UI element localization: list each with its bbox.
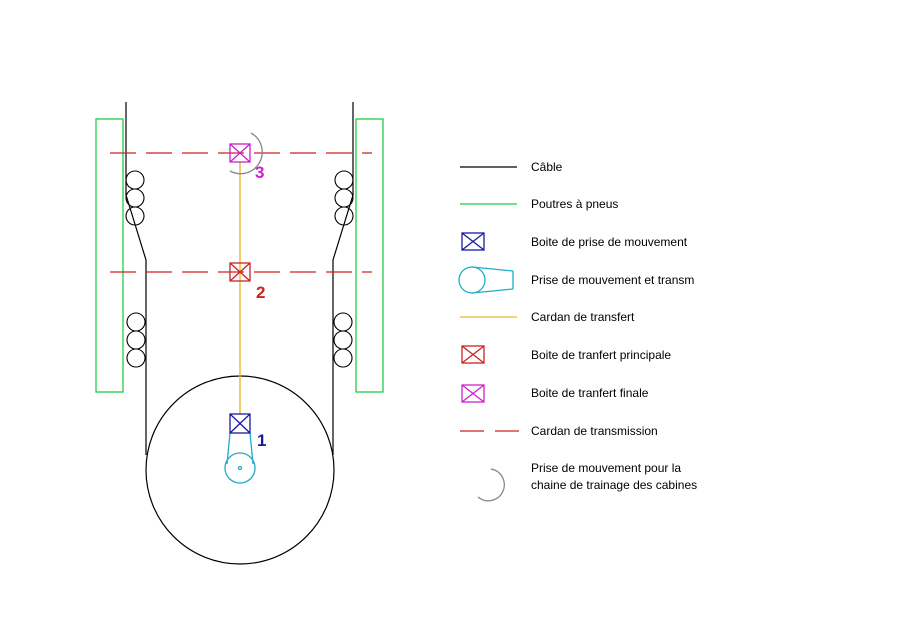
pto-box-icon (461, 232, 485, 251)
main-transfer-box (229, 262, 251, 282)
rollers-upper-left (125, 170, 145, 226)
pto-transmission-pulley (224, 432, 256, 484)
legend-label-pto-transmission: Prise de mouvement et transm (531, 273, 694, 287)
legend-item-transfer-shaft: Cardan de transfert (460, 310, 635, 324)
legend-item-pto-transmission: Prise de mouvement et transm (458, 266, 694, 294)
legend-label-final-transfer-box: Boite de tranfert finale (531, 386, 649, 400)
main-transfer-box-icon (461, 345, 485, 364)
legend-item-cable: Câble (460, 160, 563, 174)
legend-item-pto-box: Boite de prise de mouvement (461, 232, 688, 251)
legend-label-transmission-shaft: Cardan de transmission (531, 424, 658, 438)
pulley-icon (458, 266, 514, 294)
rollers-lower-right (333, 312, 353, 368)
cable-right (332, 102, 354, 455)
legend-item-main-transfer-box: Boite de tranfert principale (461, 345, 671, 364)
label-box-1: 1 (257, 431, 266, 450)
legend-item-transmission-shaft: Cardan de transmission (460, 424, 658, 438)
label-box-2: 2 (256, 283, 265, 302)
legend-label-main-transfer-box: Boite de tranfert principale (531, 348, 671, 362)
pto-box (229, 413, 251, 434)
arc-icon (477, 468, 505, 502)
legend-item-tire-beam: Poutres à pneus (460, 197, 618, 211)
legend-label-tire-beam: Poutres à pneus (531, 197, 618, 211)
cable-left (125, 102, 147, 455)
final-transfer-box (229, 143, 251, 163)
legend-item-cabin-chain-pto: Prise de mouvement pour la chaine de tra… (477, 461, 697, 502)
legend-label-transfer-shaft: Cardan de transfert (531, 310, 635, 324)
legend-label-cabin-chain-pto-2: chaine de trainage des cabines (531, 478, 697, 492)
tire-beam-left (95, 118, 124, 393)
legend: Câble Poutres à pneus Boite de prise de … (458, 160, 697, 502)
legend-label-cable: Câble (531, 160, 563, 174)
rollers-lower-left (126, 312, 146, 368)
label-box-3: 3 (255, 163, 264, 182)
tire-beam-right (355, 118, 384, 393)
legend-label-pto-box: Boite de prise de mouvement (531, 235, 688, 249)
cabin-chain-pto-arc (229, 132, 263, 175)
rollers-upper-right (334, 170, 354, 226)
legend-item-final-transfer-box: Boite de tranfert finale (461, 384, 649, 403)
legend-label-cabin-chain-pto-1: Prise de mouvement pour la (531, 461, 681, 475)
final-transfer-box-icon (461, 384, 485, 403)
